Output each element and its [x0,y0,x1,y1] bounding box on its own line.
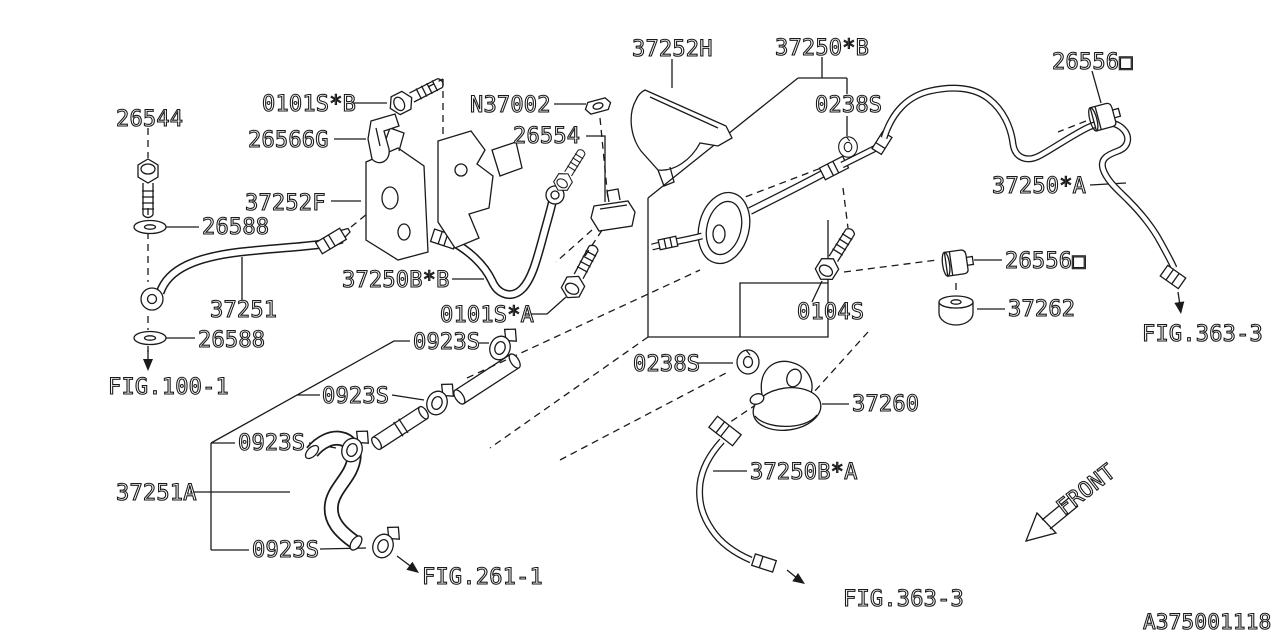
hose-clamp [368,520,404,563]
part-label-0923S: 0923S [252,538,319,563]
fig-arrowhead [143,359,153,371]
bracket-37252F [365,127,429,261]
clutch-hose-37251 [140,227,351,311]
part-label-37262: 37262 [1008,297,1075,322]
grommet-0238S [736,349,760,375]
part-label-37251A: 37251A [116,481,197,506]
fig-ref-363-3: FIG.363-3 [843,587,964,612]
front-direction-arrow [1024,496,1079,542]
part-label-37250A: 37250*A [992,174,1086,199]
fig-ref-100-1: FIG.100-1 [108,375,229,400]
banjo-bolt [550,145,591,195]
part-label-37250B: 37250*B [775,36,869,61]
part-label-N37002: N37002 [470,93,551,118]
bolt-26544 [137,158,159,219]
clutch-hose-37250BB [429,145,591,300]
drawing-number: A375001118 [1143,610,1271,634]
part-label-0923S: 0923S [238,431,305,456]
bolt-0101SA [557,240,605,303]
part-label-26588: 26588 [198,328,265,353]
part-label-37252F: 37252F [245,191,326,216]
part-label-37250BA: 37250B*A [750,460,858,485]
fig-arrowhead [792,573,808,589]
part-label-26554: 26554 [513,124,580,149]
part-label-37251: 37251 [210,298,277,323]
part-label-26556: 26556□ [1052,50,1133,75]
heat-shield-37252H [630,89,733,187]
part-label-26544: 26544 [116,107,183,132]
tube [371,405,429,451]
damper-37262 [938,295,974,326]
part-label-37252H: 37252H [632,37,713,62]
clutch-damper-37260 [749,360,822,431]
washer-26588 [133,330,167,346]
part-label-26566G: 26566G [248,128,329,153]
fig-ref-363-3: FIG.363-3 [1142,322,1263,347]
part-label-0101SB: 0101S*B [262,92,356,117]
part-label-37250BB: 37250B*B [342,268,450,293]
clutch-cable-37250BA [696,415,778,573]
fig-ref-261-1: FIG.261-1 [422,565,543,590]
bracket-assembly [437,130,523,249]
damper-disc [697,191,751,265]
part-label-26556: 26556□ [1005,249,1086,274]
part-label-0104S: 0104S [797,300,864,325]
parts-artwork [133,72,1187,589]
part-label-0923S: 0923S [413,330,480,355]
bolt-0104S [811,223,861,286]
clamp-26554 [590,188,636,232]
hose-union [657,235,679,251]
front-label: FRONT [1052,460,1120,521]
fig-arrowhead [1174,301,1186,315]
pipe-union [818,155,850,181]
hose-37251A [304,430,363,551]
part-label-26588: 26588 [202,215,269,240]
hose-clamp [422,377,458,420]
part-label-0238S: 0238S [815,93,882,118]
tube [453,353,521,405]
nut-N37002 [584,97,612,115]
hose-clamp [337,424,373,467]
clip-26556 [940,247,976,278]
clip-26566G [367,113,400,164]
washer-26588 [133,219,167,235]
part-label-37260: 37260 [852,392,919,417]
part-label-0923S: 0923S [322,384,389,409]
bolt-0101SB [385,72,448,119]
part-label-0238S: 0238S [633,352,700,377]
grommet-0238S [838,136,858,158]
part-label-0101SA: 0101S*A [440,303,534,328]
